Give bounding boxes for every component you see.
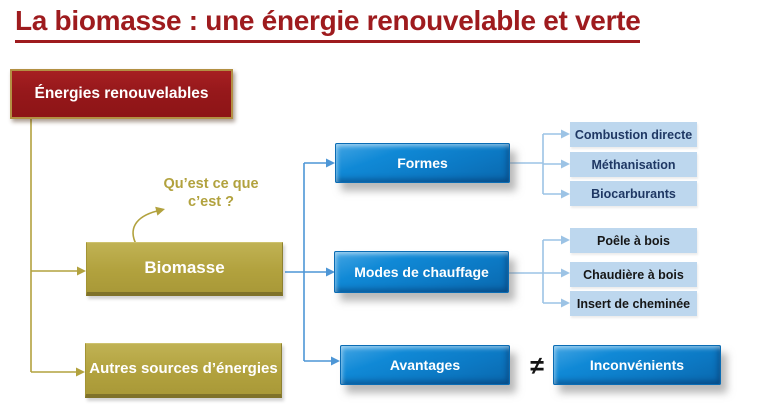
question-label: Qu’est ce que c’est ? (163, 176, 259, 211)
node-poele-a-bois: Poêle à bois (570, 228, 697, 253)
node-inconvenients: Inconvénients (553, 345, 721, 385)
node-biocarburants: Biocarburants (570, 181, 697, 206)
node-biomasse: Biomasse (86, 242, 283, 296)
node-autres-sources: Autres sources d’énergies (85, 343, 282, 398)
node-avantages: Avantages (340, 345, 510, 385)
not-equal-symbol: ≠ (530, 351, 544, 380)
node-modes-de-chauffage: Modes de chauffage (334, 251, 509, 293)
node-insert-de-cheminee: Insert de cheminée (570, 291, 697, 316)
node-chaudiere-a-bois: Chaudière à bois (570, 262, 697, 287)
node-methanisation: Méthanisation (570, 152, 697, 177)
node-formes: Formes (335, 143, 510, 183)
page-title: La biomasse : une énergie renouvelable e… (15, 5, 641, 43)
node-energies-renouvelables: Énergies renouvelables (10, 69, 233, 119)
node-combustion-directe: Combustion directe (570, 122, 697, 147)
